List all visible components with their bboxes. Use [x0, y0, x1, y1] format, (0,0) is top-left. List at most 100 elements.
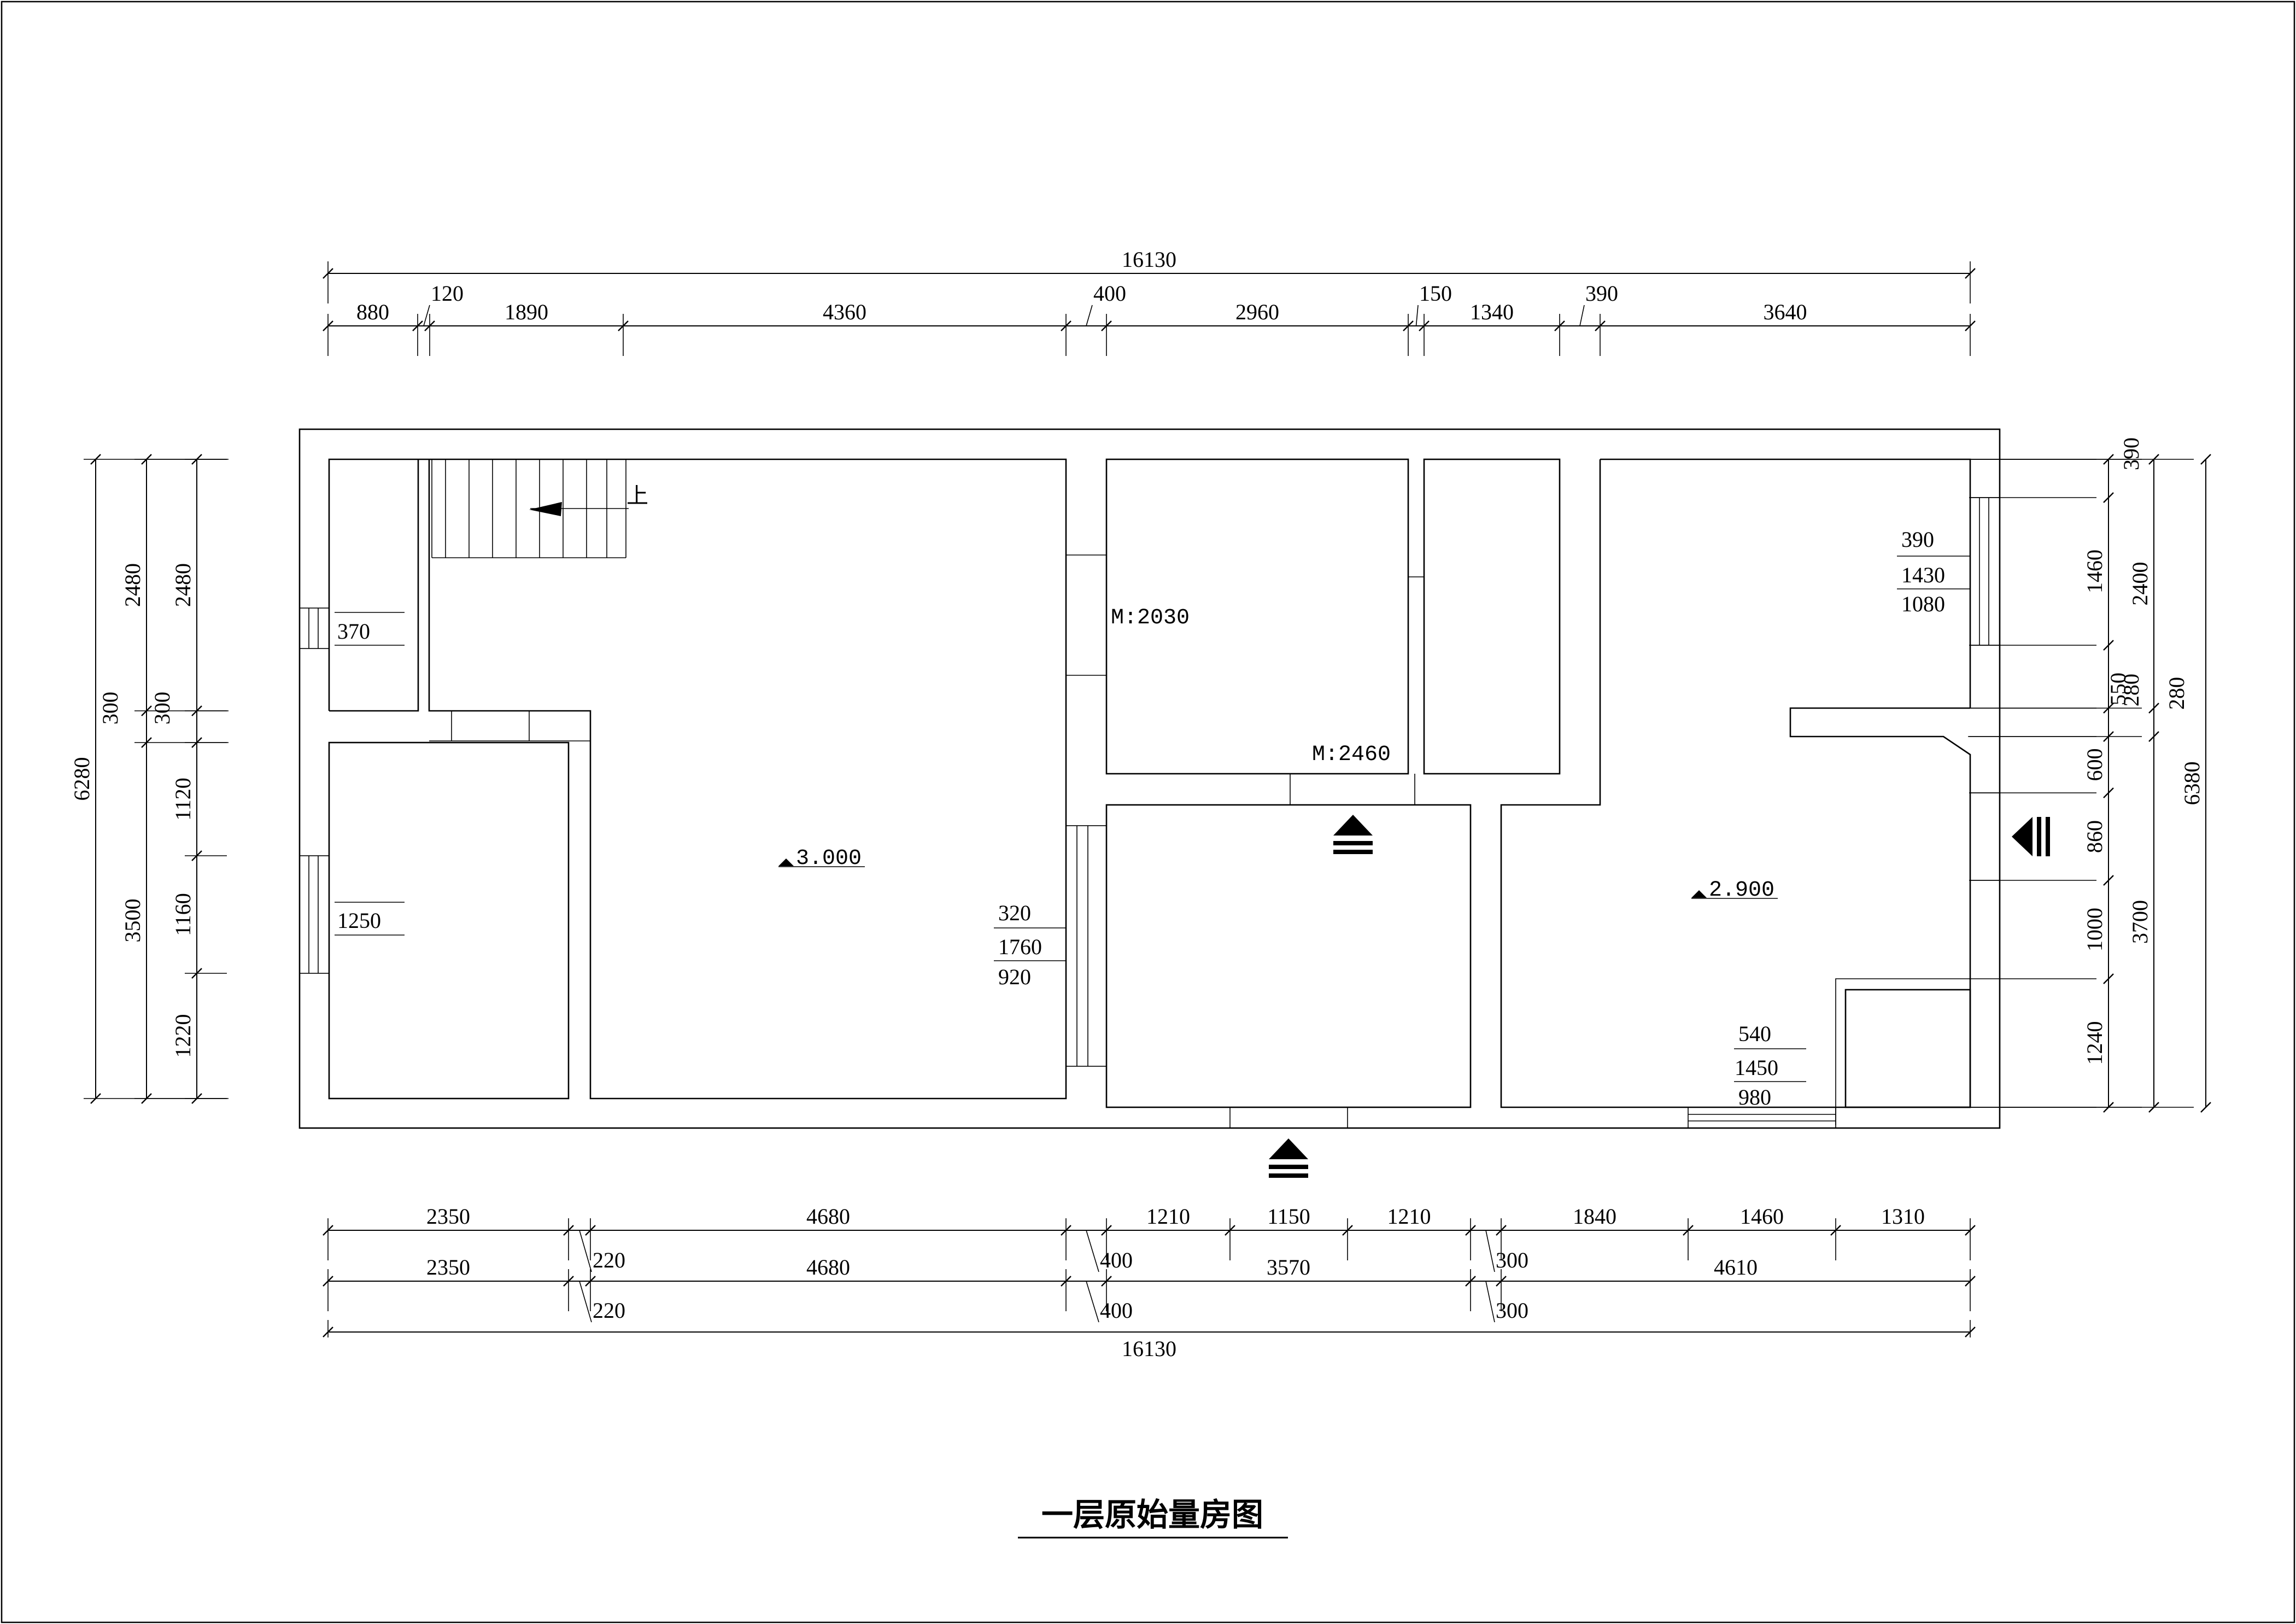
dimension-value: 1460: [2082, 550, 2107, 593]
middle-window-sill: 320: [998, 901, 1031, 925]
middle-window-height: 1760: [998, 934, 1042, 959]
dimension-value: 280: [2119, 674, 2143, 706]
dimension-value: 880: [356, 300, 389, 324]
leader-line: [1086, 1230, 1099, 1272]
right-lower-window-height: 1450: [1735, 1055, 1778, 1080]
dimension-value: 1310: [1881, 1204, 1925, 1229]
dimension-value: 3640: [1764, 300, 1807, 324]
dimension-tick: [2103, 973, 2114, 984]
dimension-value: 1210: [1387, 1204, 1431, 1229]
dimension-value: 390: [1585, 281, 1618, 306]
dimension-value: 4610: [1714, 1255, 1758, 1280]
dimension-tick: [2103, 787, 2114, 798]
dimension-value: 3570: [1267, 1255, 1310, 1280]
drawing-title: 一层原始量房图: [1041, 1496, 1263, 1533]
leader-line: [423, 305, 430, 326]
leader-line: [1579, 305, 1585, 326]
dimension-tick: [2200, 1102, 2211, 1113]
dimension-value: 300: [1496, 1298, 1528, 1323]
dimension-value: 1220: [171, 1014, 195, 1058]
dimension-value: 4680: [806, 1255, 850, 1280]
stair-arrow-icon: [529, 502, 562, 516]
dimension-value: 16130: [1122, 1336, 1176, 1361]
door-label-lower: M:2460: [1312, 743, 1391, 767]
elevation-right-room: 2.900: [1709, 878, 1774, 903]
dimension-value: 390: [2119, 437, 2143, 470]
dimension-value: 16130: [1122, 247, 1176, 272]
dimension-value: 1340: [1470, 300, 1514, 324]
entrance-arrow-icon: [1269, 1138, 1308, 1178]
dimension-value: 400: [1100, 1248, 1133, 1272]
leader-line: [1086, 1281, 1099, 1323]
dimension-value: 6380: [2180, 762, 2204, 805]
dimension-value: 1460: [1740, 1204, 1784, 1229]
dimension-value: 1890: [505, 300, 548, 324]
dimension-value: 2350: [426, 1204, 470, 1229]
dimension-value: 120: [431, 281, 464, 306]
dimension-value: 300: [1496, 1248, 1528, 1272]
dimension-value: 1240: [2082, 1021, 2107, 1065]
entrance-arrow-icon: [1333, 815, 1373, 854]
dimension-value: 2480: [120, 563, 145, 607]
dimension-value: 4680: [806, 1204, 850, 1229]
dimension-value: 1120: [171, 778, 195, 821]
dimension-tick: [2103, 875, 2114, 886]
dimension-value: 300: [150, 692, 174, 725]
leader-line: [1485, 1281, 1495, 1323]
dimension-value: 400: [1093, 281, 1126, 306]
left-lower-window-value: 1250: [337, 908, 381, 933]
top-dimension-lines: 16130 880 120 1890 4360 400 2960 150 1340 390 3640: [323, 247, 1976, 356]
dimension-value: 1210: [1146, 1204, 1190, 1229]
right-upper-window-top: 1080: [1901, 592, 1945, 616]
dimension-tick: [2148, 703, 2159, 714]
dimension-value: 300: [98, 692, 122, 725]
middle-window-top: 920: [998, 965, 1031, 989]
dimension-value: 550: [2106, 673, 2130, 705]
dimension-value: 3500: [120, 899, 145, 943]
right-upper-window-sill: 390: [1901, 527, 1934, 552]
right-lower-window-sill: 540: [1738, 1021, 1771, 1046]
dimension-tick: [2200, 454, 2211, 465]
dimension-tick: [2148, 731, 2159, 742]
stair-label: 上: [626, 484, 648, 510]
dimension-value: 860: [2082, 820, 2107, 853]
staircase: 上: [418, 459, 648, 558]
dimension-tick: [2103, 640, 2114, 651]
dimension-value: 2400: [2128, 562, 2152, 606]
leader-line: [579, 1281, 592, 1323]
dimension-value: 600: [2082, 749, 2107, 781]
leader-line: [1415, 305, 1419, 326]
dimension-value: 2960: [1235, 300, 1279, 324]
left-dimension-lines: 6280 2480 300 3500 2480 300 1120 1160 1220: [69, 454, 229, 1104]
dimension-value: 1840: [1573, 1204, 1616, 1229]
dimension-value: 6280: [69, 757, 94, 801]
dimension-value: 150: [1419, 281, 1452, 306]
dimension-tick: [2103, 492, 2114, 503]
leader-line: [1086, 305, 1093, 326]
entrance-arrow-icon: [2012, 817, 2050, 856]
right-dimension-lines: 3901460550280600860100012402400280370063…: [1968, 437, 2211, 1113]
dimension-value: 1150: [1267, 1204, 1310, 1229]
bottom-dimension-lines: 2350 220 4680 400 1210 1150 1210 300 1840 1460 131…: [323, 1204, 1976, 1361]
dimension-value: 2480: [171, 563, 195, 607]
elevation-triangle-icon: [778, 858, 794, 866]
door-label-upper: M:2030: [1111, 606, 1190, 630]
left-upper-window-value: 370: [337, 619, 370, 644]
leader-line: [1485, 1230, 1495, 1272]
leader-line: [579, 1230, 592, 1272]
elevation-triangle-icon: [1691, 890, 1707, 898]
window-notes: 370 1250 320 1760 920 390 1430 1080 540 …: [335, 527, 1970, 1109]
dimension-value: 4360: [823, 300, 866, 324]
dimension-value: 280: [2164, 677, 2189, 710]
right-upper-window-height: 1430: [1901, 563, 1945, 587]
dimension-value: 1160: [171, 893, 195, 936]
elevation-hall: 3.000: [796, 846, 862, 871]
dimension-value: 1000: [2082, 908, 2107, 951]
right-lower-window-top: 980: [1738, 1085, 1771, 1109]
dimension-value: 220: [593, 1298, 625, 1323]
dimension-value: 3700: [2128, 900, 2152, 944]
dimension-value: 2350: [426, 1255, 470, 1280]
elevation-marks: 3.000 2.900: [778, 846, 1778, 903]
